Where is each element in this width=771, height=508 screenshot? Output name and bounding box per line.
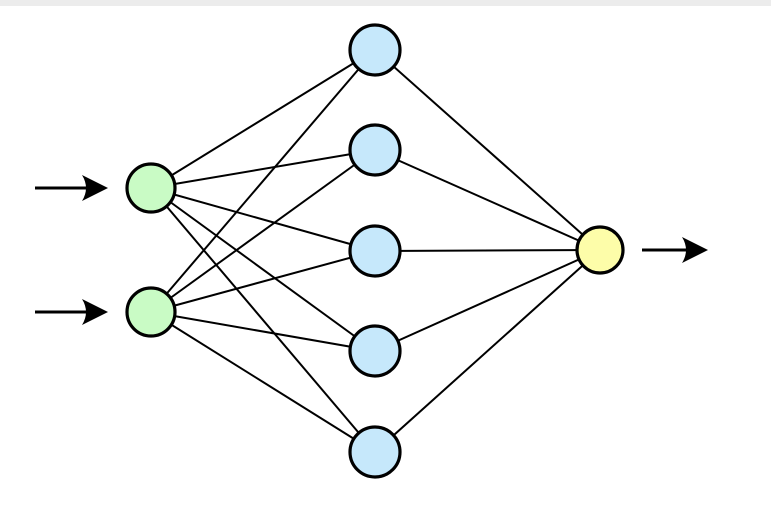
connection-edge — [150, 311, 376, 453]
neuron-nodes-group — [125, 23, 625, 479]
output-node-1[interactable] — [575, 225, 625, 275]
arrow-head-icon — [682, 237, 708, 263]
connection-edge — [150, 187, 376, 352]
connection-edge — [150, 149, 376, 313]
connection-edge — [150, 250, 376, 313]
connection-edge — [374, 149, 601, 251]
connection-edges-group — [150, 49, 601, 453]
input-arrow-2 — [35, 299, 108, 325]
input-node-2[interactable] — [125, 286, 177, 338]
input-node-1[interactable] — [125, 162, 177, 214]
connection-edge — [374, 49, 601, 251]
arrow-head-icon — [82, 175, 108, 201]
arrow-head-icon — [82, 299, 108, 325]
hidden-node-5[interactable] — [348, 425, 402, 479]
input-arrow-1 — [35, 175, 108, 201]
connection-edge — [150, 149, 376, 189]
hidden-node-4[interactable] — [348, 324, 402, 378]
page-top-band — [0, 0, 771, 6]
connection-edge — [150, 49, 376, 189]
connection-edge — [150, 49, 376, 313]
connection-edge — [374, 249, 601, 352]
hidden-node-2[interactable] — [348, 123, 402, 177]
connection-edge — [150, 311, 376, 352]
connection-edge — [374, 249, 601, 453]
hidden-node-1[interactable] — [348, 23, 402, 77]
hidden-node-3[interactable] — [348, 224, 402, 278]
io-arrows-group — [35, 175, 708, 325]
connection-edge — [150, 187, 376, 453]
connection-edge — [374, 249, 601, 252]
connection-edge — [150, 187, 376, 252]
output-arrow-1 — [642, 237, 708, 263]
